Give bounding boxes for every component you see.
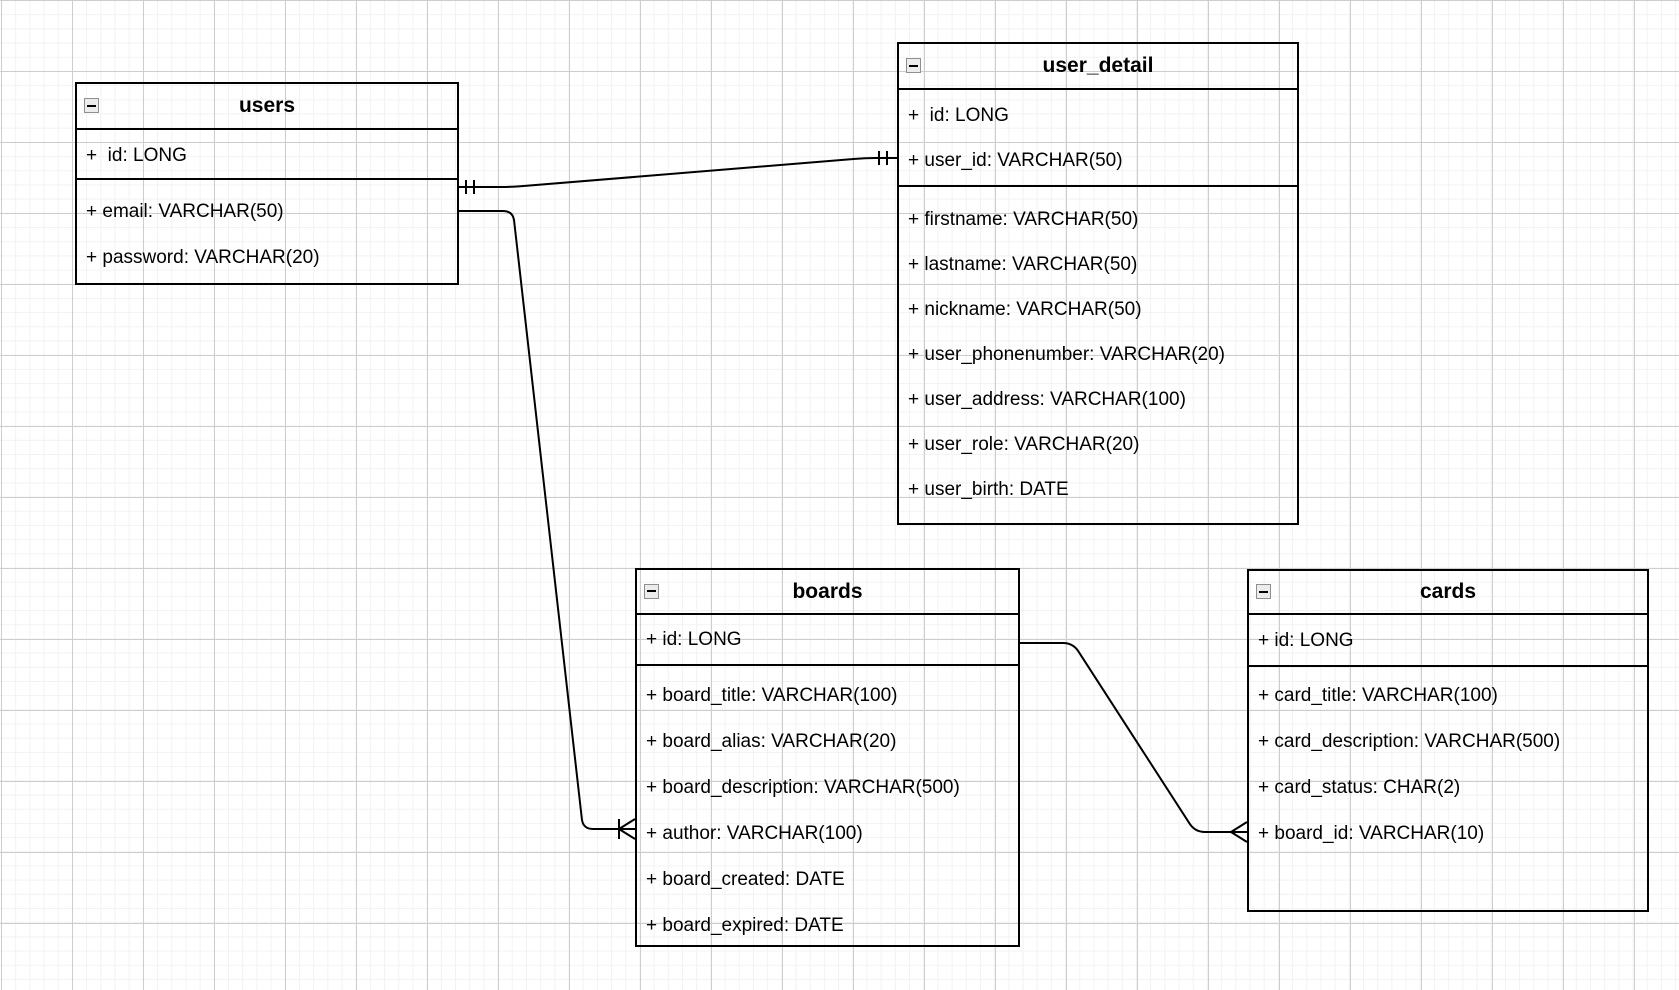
entity-table-user_detail[interactable]: user_detail + id: LONG + user_id: VARCHAR… [897,42,1299,525]
attribute-row-cards-0[interactable]: + id: LONG [1258,630,1354,651]
collapse-button[interactable] [644,583,659,599]
attribute-row-boards-5[interactable]: + board_expired: DATE [646,915,844,936]
attribute-row-user_detail-2[interactable]: + nickname: VARCHAR(50) [908,298,1142,320]
attribute-row-user_detail-3[interactable]: + user_phonenumber: VARCHAR(20) [908,343,1225,365]
attribute-row-cards-0[interactable]: + card_title: VARCHAR(100) [1258,685,1498,706]
collapse-button[interactable] [84,98,99,113]
attribute-row-users-0[interactable]: + id: LONG [86,145,187,166]
entity-section: + id: LONG [637,613,1018,664]
entity-section: + email: VARCHAR(50) + password: VARCHAR(… [77,178,457,283]
attribute-row-boards-3[interactable]: + author: VARCHAR(100) [646,823,863,844]
edge-boards-cards[interactable] [1020,642,1248,843]
entity-section: + id: LONG + user_id: VARCHAR(50) [899,88,1297,185]
attribute-row-user_detail-4[interactable]: + user_address: VARCHAR(100) [908,388,1186,410]
entity-table-users[interactable]: users + id: LONG + email: VARCHAR(50) + pa… [75,82,459,285]
entity-section: + board_title: VARCHAR(100) + board_alias… [637,664,1018,945]
attribute-row-user_detail-1[interactable]: + lastname: VARCHAR(50) [908,253,1138,275]
entity-section: + id: LONG [77,128,457,178]
minus-icon [909,64,918,67]
attribute-row-users-0[interactable]: + email: VARCHAR(50) [86,201,284,222]
attribute-row-cards-1[interactable]: + card_description: VARCHAR(500) [1258,731,1561,752]
minus-icon [1259,590,1268,593]
entity-title: cards [1419,580,1477,603]
attribute-row-boards-1[interactable]: + board_alias: VARCHAR(20) [646,731,897,752]
entity-title: boards [792,579,863,603]
entity-title-bar[interactable]: cards [1249,571,1647,613]
entity-table-cards[interactable]: cards + id: LONG + card_title: VARCHAR(10… [1247,569,1649,912]
collapse-button[interactable] [1256,584,1271,599]
attribute-row-cards-2[interactable]: + card_status: CHAR(2) [1258,777,1461,798]
entity-section: + card_title: VARCHAR(100) + card_descrip… [1249,665,1647,910]
entity-section: + firstname: VARCHAR(50) + lastname: VARC… [899,185,1297,523]
entity-title-bar[interactable]: user_detail [899,44,1297,88]
collapse-button[interactable] [906,58,921,73]
entity-title-bar[interactable]: boards [637,570,1018,613]
entity-title: user_detail [1042,54,1154,77]
attribute-row-user_detail-6[interactable]: + user_birth: DATE [908,478,1069,500]
minus-icon [647,590,656,592]
entity-title: users [238,94,296,117]
entity-title-bar[interactable]: users [77,84,457,128]
attribute-row-users-1[interactable]: + password: VARCHAR(20) [86,247,320,268]
attribute-row-user_detail-1[interactable]: + user_id: VARCHAR(50) [908,149,1123,171]
attribute-row-boards-2[interactable]: + board_description: VARCHAR(500) [646,777,960,798]
attribute-row-user_detail-5[interactable]: + user_role: VARCHAR(20) [908,433,1140,455]
entity-section: + id: LONG [1249,613,1647,665]
attribute-row-user_detail-0[interactable]: + id: LONG [908,104,1009,126]
entity-table-boards[interactable]: boards + id: LONG + board_title: VARCHAR(… [635,568,1020,947]
minus-icon [87,104,96,107]
attribute-row-cards-3[interactable]: + board_id: VARCHAR(10) [1258,823,1485,844]
edge-users-user_detail[interactable] [459,151,897,194]
attribute-row-boards-0[interactable]: + board_title: VARCHAR(100) [646,685,898,706]
attribute-row-boards-0[interactable]: + id: LONG [646,629,742,650]
attribute-row-user_detail-0[interactable]: + firstname: VARCHAR(50) [908,208,1139,230]
attribute-row-boards-4[interactable]: + board_created: DATE [646,869,845,890]
edge-users-boards[interactable] [459,210,636,840]
